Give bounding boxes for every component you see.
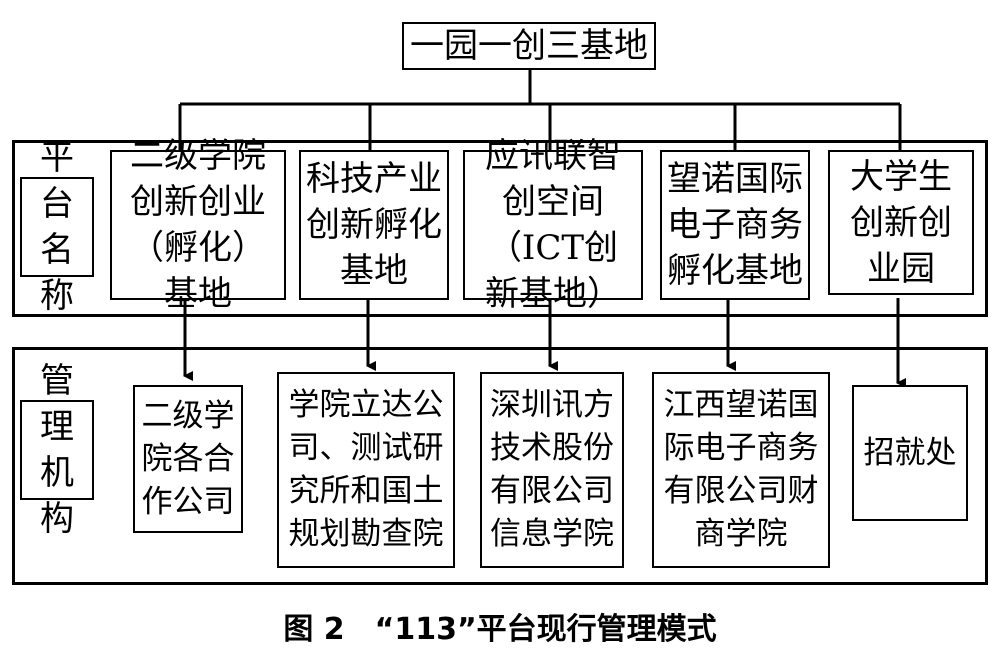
- manager-label-5: 招就处: [863, 434, 957, 471]
- root-node: 一园一创三基地: [402, 22, 656, 70]
- root-label: 一园一创三基地: [410, 26, 648, 66]
- manager-label-4: 江西望诺国际电子商务有限公司财商学院: [663, 387, 819, 552]
- manager-label-3: 深圳讯方技术股份有限公司信息学院: [490, 387, 614, 552]
- platform-node-2: 科技产业创新孵化基地: [299, 150, 449, 300]
- platform-group-frame: [12, 140, 988, 317]
- platform-label-3: 应讯联智创空间（ICT创新基地）: [485, 136, 621, 314]
- platform-label-1: 二级学院创新创业（孵化）基地: [130, 136, 266, 314]
- manager-node-3: 深圳讯方技术股份有限公司信息学院: [480, 372, 624, 568]
- platform-node-4: 望诺国际电子商务孵化基地: [660, 150, 810, 300]
- platform-node-3: 应讯联智创空间（ICT创新基地）: [463, 136, 643, 314]
- manager-node-4: 江西望诺国际电子商务有限公司财商学院: [652, 372, 830, 568]
- manager-label-1: 二级学院各合作公司: [141, 397, 235, 520]
- management-group-label: 管理机构: [40, 361, 74, 539]
- platform-node-5: 大学生创新创业园: [828, 150, 974, 295]
- platform-group-label: 平台名称: [40, 138, 74, 316]
- platform-node-1: 二级学院创新创业（孵化）基地: [110, 136, 286, 314]
- platform-label-5: 大学生创新创业园: [850, 156, 952, 289]
- platform-label-4: 望诺国际电子商务孵化基地: [667, 159, 803, 291]
- platform-label-2: 科技产业创新孵化基地: [306, 159, 442, 291]
- platform-group-label-box: 平台名称: [20, 138, 94, 316]
- management-group-frame: [12, 347, 988, 585]
- figure-caption: 图 2 “113”平台现行管理模式: [283, 612, 717, 647]
- manager-node-2: 学院立达公司、测试研究所和国土规划勘查院: [277, 372, 455, 568]
- manager-node-5: 招就处: [852, 385, 968, 521]
- manager-label-2: 学院立达公司、测试研究所和国土规划勘查院: [288, 387, 444, 552]
- manager-node-1: 二级学院各合作公司: [133, 385, 243, 533]
- management-group-label-box: 管理机构: [20, 361, 94, 539]
